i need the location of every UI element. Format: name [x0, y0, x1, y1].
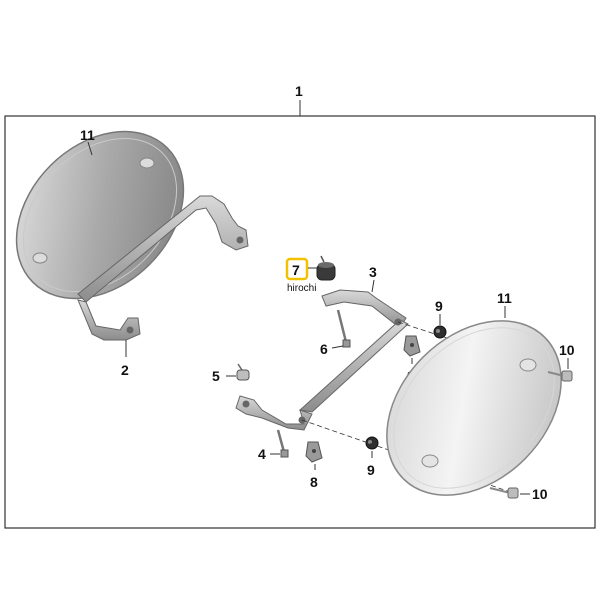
- spacer-9-upper: [433, 325, 447, 339]
- clip-nut-8-upper: [403, 335, 421, 357]
- highlight-box-7: [285, 257, 309, 281]
- callout-2: 2: [121, 362, 129, 378]
- callout-11-left: 11: [80, 127, 95, 143]
- callout-9-lower: 9: [367, 462, 375, 478]
- callout-9-upper: 9: [435, 298, 443, 314]
- left-cover-plate: [15, 130, 185, 300]
- callout-8-lower: 8: [310, 474, 318, 490]
- callout-7: 7: [292, 262, 300, 278]
- bolt-10-upper: [547, 370, 573, 382]
- right-bracket: [235, 289, 409, 431]
- callout-11-right: 11: [497, 290, 512, 306]
- leader-6: [331, 345, 344, 349]
- spacer-9-lower: [365, 436, 379, 450]
- bolt-10-lower: [489, 487, 519, 499]
- callout-3: 3: [369, 264, 377, 280]
- callout-5: 5: [212, 368, 220, 384]
- callout-6: 6: [320, 341, 328, 357]
- leader-3: [371, 279, 375, 293]
- watermark: hirochi: [287, 283, 316, 294]
- callout-4: 4: [258, 446, 266, 462]
- leader-11-left: [87, 141, 93, 156]
- right-cover-plate: [386, 320, 562, 496]
- callout-10-lower: 10: [532, 486, 548, 502]
- callout-1: 1: [295, 83, 303, 99]
- callout-10-upper: 10: [559, 342, 575, 358]
- screw-4: [276, 429, 289, 458]
- screw-6: [336, 309, 351, 348]
- left-bracket: [77, 195, 249, 341]
- rubber-damper: [316, 255, 336, 281]
- clip-nut-8-lower: [305, 441, 323, 463]
- screw-5: [236, 363, 250, 381]
